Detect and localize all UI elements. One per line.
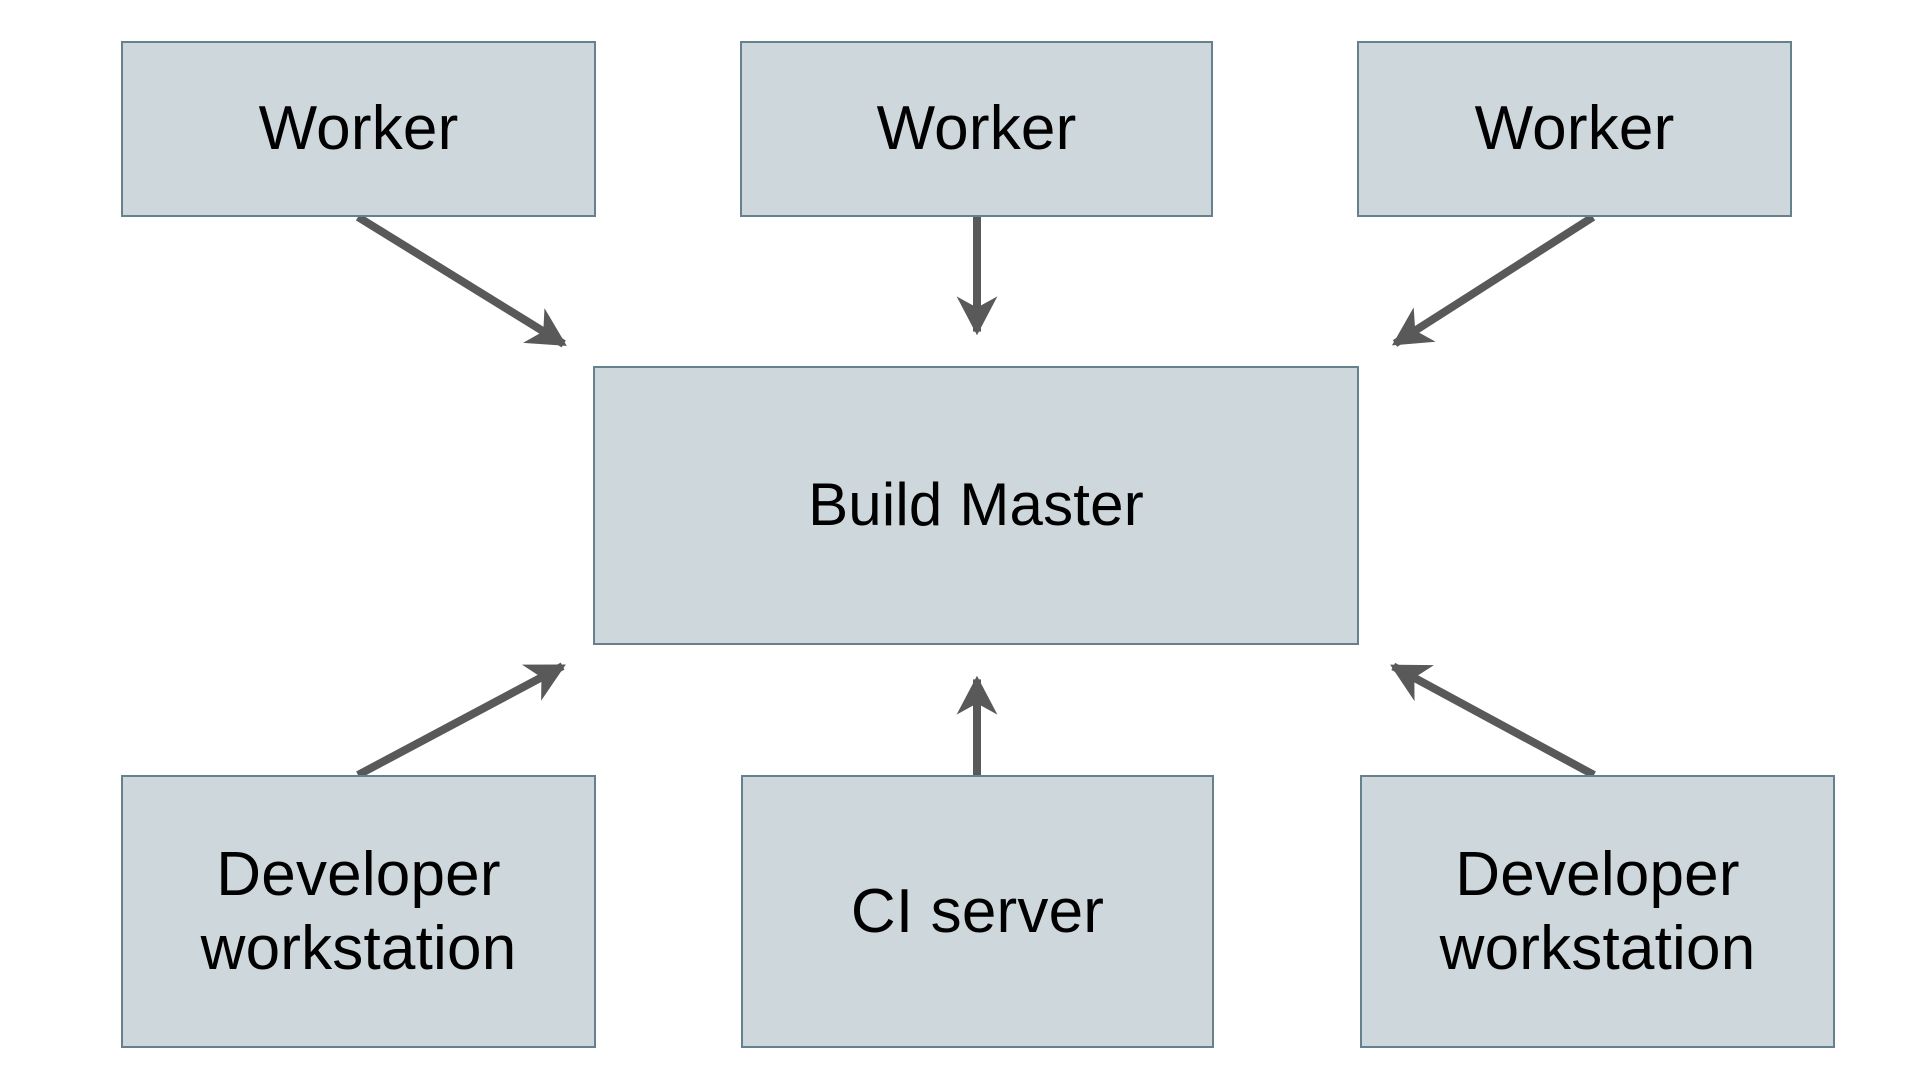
node-worker-left[interactable]: Worker bbox=[121, 41, 596, 217]
edge-worker-left-to-master bbox=[355, 213, 567, 348]
node-label: Developer workstation bbox=[1439, 840, 1756, 983]
node-label: Worker bbox=[876, 94, 1077, 164]
node-developer-workstation-right[interactable]: Developer workstation bbox=[1360, 775, 1835, 1048]
edge-dev-right-to-master bbox=[1390, 662, 1596, 779]
node-developer-workstation-left[interactable]: Developer workstation bbox=[121, 775, 596, 1048]
node-worker-right[interactable]: Worker bbox=[1357, 41, 1792, 217]
node-label: Developer workstation bbox=[200, 840, 517, 983]
node-label: Build Master bbox=[808, 471, 1144, 539]
node-label: Worker bbox=[1474, 94, 1675, 164]
node-ci-server[interactable]: CI server bbox=[741, 775, 1214, 1048]
node-worker-center[interactable]: Worker bbox=[740, 41, 1213, 217]
node-label: CI server bbox=[850, 876, 1105, 946]
edge-dev-left-to-master bbox=[356, 662, 566, 779]
edge-worker-right-to-master bbox=[1391, 213, 1596, 347]
node-build-master[interactable]: Build Master bbox=[593, 366, 1359, 645]
node-label: Worker bbox=[258, 94, 459, 164]
